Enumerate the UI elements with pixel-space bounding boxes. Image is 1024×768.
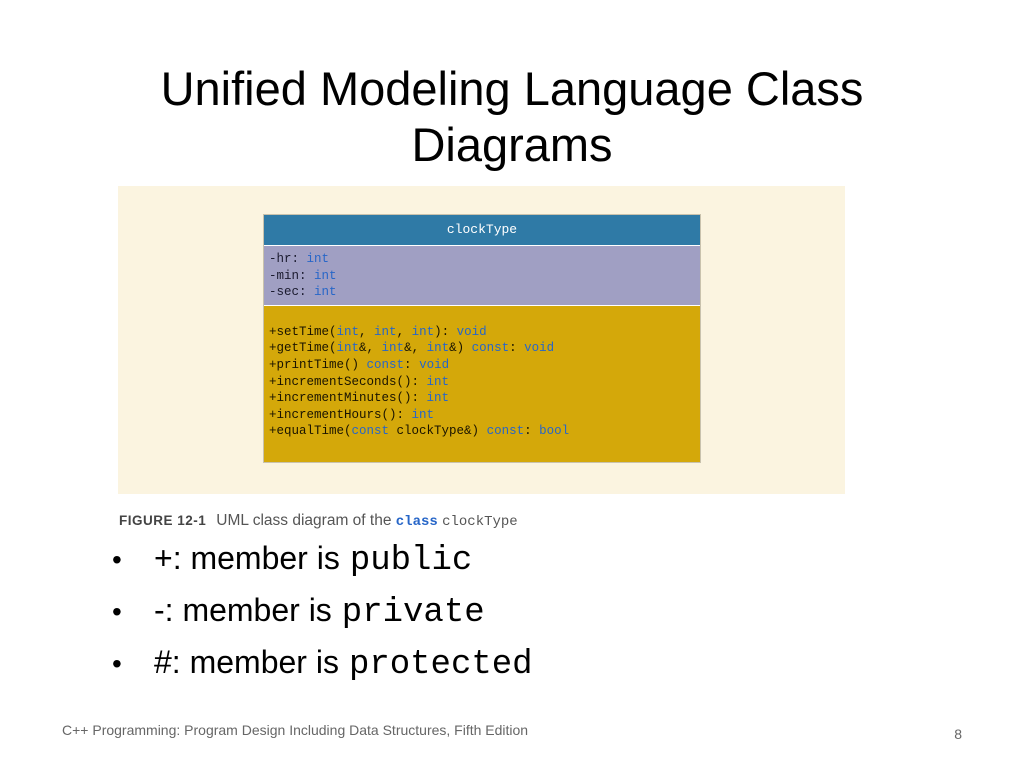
bullet-text: #: member is xyxy=(154,644,339,680)
uml-keyword: int xyxy=(411,324,435,339)
uml-keyword: int xyxy=(426,391,450,406)
uml-method: +incrementHours(): int xyxy=(269,407,694,424)
uml-keyword: const xyxy=(366,357,405,372)
uml-method: +printTime() const: void xyxy=(269,357,694,374)
uml-class-name: clockType xyxy=(264,215,700,245)
uml-text: clockType&) xyxy=(389,424,487,439)
uml-text: ): xyxy=(434,324,457,339)
uml-keyword: int xyxy=(374,324,397,339)
uml-attribute: -min: int xyxy=(269,268,694,285)
uml-text: , xyxy=(396,324,412,339)
uml-keyword: void xyxy=(456,324,487,339)
slide-title: Unified Modeling Language Class Diagrams xyxy=(40,61,984,173)
uml-text: +setTime( xyxy=(269,324,337,339)
bullet-text: -: member is xyxy=(154,592,332,628)
uml-text: , xyxy=(359,324,375,339)
page-number: 8 xyxy=(954,726,962,742)
uml-keyword: int xyxy=(381,341,405,356)
uml-text: +printTime() xyxy=(269,357,367,372)
uml-method: +setTime(int, int, int): void xyxy=(269,324,694,341)
uml-text: +getTime( xyxy=(269,341,337,356)
caption-keyword: class xyxy=(395,514,438,530)
uml-text: +incrementSeconds(): xyxy=(269,374,427,389)
figure-panel: clockType -hr: int-min: int-sec: int +se… xyxy=(118,186,845,494)
uml-attribute: -sec: int xyxy=(269,284,694,301)
uml-keyword: bool xyxy=(539,424,570,439)
uml-keyword: const xyxy=(351,424,390,439)
uml-text: : xyxy=(509,341,525,356)
bullet-item-protected: • #: member is protected xyxy=(112,644,533,696)
uml-attribute: -hr: int xyxy=(269,251,694,268)
uml-class-box: clockType -hr: int-min: int-sec: int +se… xyxy=(263,214,701,463)
caption-text-body: UML class diagram of the xyxy=(216,512,392,529)
bullet-dot-icon: • xyxy=(112,544,122,575)
uml-text: +equalTime( xyxy=(269,424,352,439)
uml-text: +incrementMinutes(): xyxy=(269,391,427,406)
uml-keyword: void xyxy=(524,341,555,356)
bullet-dot-icon: • xyxy=(112,648,122,679)
uml-methods-section: +setTime(int, int, int): void+getTime(in… xyxy=(264,305,700,462)
uml-keyword: int xyxy=(426,374,450,389)
uml-keyword: int xyxy=(426,341,450,356)
uml-text: : xyxy=(524,424,540,439)
uml-method: +equalTime(const clockType&) const: bool xyxy=(269,423,694,440)
uml-text: &) xyxy=(449,341,472,356)
bullet-text: +: member is xyxy=(154,540,340,576)
uml-keyword: void xyxy=(419,357,450,372)
uml-keyword: int xyxy=(314,285,337,300)
uml-text: -min: xyxy=(269,268,315,283)
uml-keyword: int xyxy=(411,407,435,422)
uml-keyword: const xyxy=(486,424,525,439)
uml-keyword: int xyxy=(314,268,337,283)
bullet-item-private: • -: member is private xyxy=(112,592,533,644)
caption-label: FIGURE 12-1 xyxy=(119,513,207,528)
uml-method: +getTime(int&, int&, int&) const: void xyxy=(269,340,694,357)
bullet-list: • +: member is public • -: member is pri… xyxy=(112,540,533,696)
uml-text: -sec: xyxy=(269,285,315,300)
footer-text: C++ Programming: Program Design Includin… xyxy=(62,722,529,738)
figure-caption: FIGURE 12-1 UML class diagram of the cla… xyxy=(119,512,518,532)
slide-title-line1: Unified Modeling Language Class xyxy=(160,62,864,116)
uml-text: &, xyxy=(359,341,382,356)
uml-keyword: int xyxy=(336,324,360,339)
bullet-code: private xyxy=(341,594,485,632)
uml-text: &, xyxy=(404,341,427,356)
uml-method: +incrementSeconds(): int xyxy=(269,374,694,391)
uml-keyword: const xyxy=(471,341,510,356)
bullet-item-public: • +: member is public xyxy=(112,540,533,592)
uml-text: : xyxy=(404,357,420,372)
bullet-code: public xyxy=(349,542,473,580)
bullet-code: protected xyxy=(348,646,533,684)
uml-keyword: int xyxy=(306,252,330,266)
bullet-dot-icon: • xyxy=(112,596,122,627)
slide-title-line2: Diagrams xyxy=(411,118,613,172)
uml-text: +incrementHours(): xyxy=(269,407,412,422)
uml-attributes-section: -hr: int-min: int-sec: int xyxy=(264,245,700,306)
caption-text: UML class diagram of the class clockType xyxy=(216,512,517,530)
uml-method: +incrementMinutes(): int xyxy=(269,390,694,407)
caption-code: clockType xyxy=(442,514,518,530)
uml-text: -hr: xyxy=(269,252,307,266)
uml-keyword: int xyxy=(336,341,360,356)
